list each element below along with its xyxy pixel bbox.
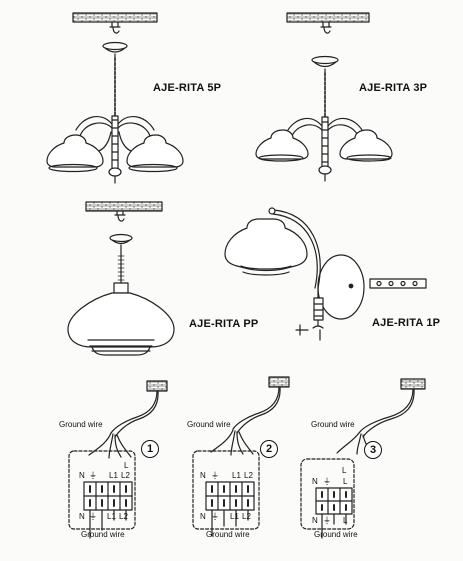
- earth-symbol-1: ⏚: [89, 471, 97, 480]
- model-label-1p: AJE-RITA 1P: [372, 317, 441, 329]
- ground-wire-label-bottom-3: Ground wire: [314, 530, 358, 539]
- step-number-2: 2: [260, 440, 278, 458]
- terminal-l-label-3b: L: [343, 477, 348, 486]
- earth-symbol-3: ⏚: [323, 477, 331, 486]
- ground-wire-label-bottom-2: Ground wire: [206, 530, 250, 539]
- earth-symbol-bottom-2: ⏚: [211, 512, 219, 521]
- model-label-5p: AJE-RITA 5P: [153, 82, 222, 94]
- terminal-l1-label-bottom-1: L1: [107, 512, 116, 521]
- earth-symbol-bottom-3: ⏚: [323, 516, 331, 525]
- model-label-pp: AJE-RITA PP: [189, 318, 259, 330]
- terminal-l-label-3: L: [342, 466, 347, 475]
- wall-lamp-1p-drawing: [224, 207, 427, 341]
- ground-wire-label-top-3: Ground wire: [311, 420, 355, 429]
- earth-symbol-2: ⏚: [211, 471, 219, 480]
- terminal-l1-label-2: L1: [232, 471, 241, 480]
- ground-wire-label-top-1: Ground wire: [59, 420, 103, 429]
- terminal-l2-label-1: L2: [121, 471, 130, 480]
- terminal-n-label-2: N: [200, 471, 206, 480]
- terminal-l1-label-1: L1: [109, 471, 118, 480]
- wiring-diagram-1-drawing: [68, 380, 168, 539]
- step-number-1: 1: [141, 440, 159, 458]
- terminal-l-label-bottom-3: L: [343, 516, 348, 525]
- terminal-n-label-bottom-3: N: [312, 516, 318, 525]
- earth-symbol-bottom-1: ⏚: [89, 512, 97, 521]
- terminal-n-label-1: N: [79, 471, 85, 480]
- model-label-3p: AJE-RITA 3P: [359, 82, 428, 94]
- wiring-diagram-3-drawing: [300, 378, 426, 539]
- pendant-pp-drawing: [67, 201, 175, 356]
- terminal-n-label-bottom-2: N: [200, 512, 206, 521]
- ground-wire-label-top-2: Ground wire: [187, 420, 231, 429]
- chandelier-3p-drawing: [255, 12, 393, 182]
- terminal-l-label-1: L: [124, 461, 129, 470]
- terminal-n-label-3: N: [312, 477, 318, 486]
- terminal-l1-label-bottom-2: L1: [230, 512, 239, 521]
- step-number-3: 3: [364, 441, 382, 459]
- terminal-l2-label-bottom-1: L2: [119, 512, 128, 521]
- ground-wire-label-bottom-1: Ground wire: [81, 530, 125, 539]
- chandelier-5p-drawing: [46, 12, 184, 184]
- terminal-l2-label-2: L2: [244, 471, 253, 480]
- wiring-diagram-2-drawing: [192, 376, 290, 537]
- terminal-l2-label-bottom-2: L2: [242, 512, 251, 521]
- terminal-n-label-bottom-1: N: [79, 512, 85, 521]
